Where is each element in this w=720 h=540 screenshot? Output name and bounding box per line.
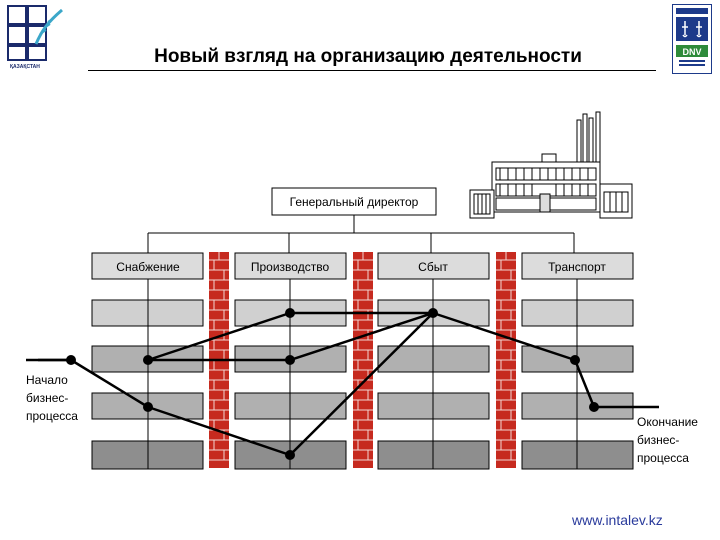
factory-icon	[469, 111, 633, 219]
process-end-label: Окончание бизнес- процесса	[637, 415, 698, 465]
process-diagram: Генеральный директор	[26, 110, 698, 472]
start-label-line-1: Начало	[26, 373, 68, 387]
company-logo-left: ҚАЗАҚСТАН	[6, 4, 80, 78]
logo-caption: ҚАЗАҚСТАН	[10, 64, 40, 70]
director-label: Генеральный директор	[290, 195, 419, 209]
start-label-line-3: процесса	[26, 409, 78, 423]
end-label-line-1: Окончание	[637, 415, 698, 429]
department-sales: Сбыт	[418, 260, 448, 274]
end-label-line-3: процесса	[637, 451, 689, 465]
website-link[interactable]: www.intalev.kz	[572, 512, 663, 528]
page-title: Новый взгляд на организацию деятельности	[154, 46, 582, 67]
end-label-line-2: бизнес-	[637, 433, 679, 447]
process-start-label: Начало бизнес- процесса	[26, 373, 78, 423]
department-production: Производство	[251, 260, 330, 274]
start-label-line-2: бизнес-	[26, 391, 68, 405]
company-logo-right: DNV	[672, 4, 712, 74]
department-supply: Снабжение	[116, 260, 180, 274]
org-connectors	[147, 215, 575, 253]
business-process-path	[38, 311, 659, 457]
dnv-logo-text: DNV	[682, 47, 701, 57]
process-nodes	[66, 308, 599, 460]
department-transport: Транспорт	[548, 260, 606, 274]
title-divider	[88, 70, 656, 71]
